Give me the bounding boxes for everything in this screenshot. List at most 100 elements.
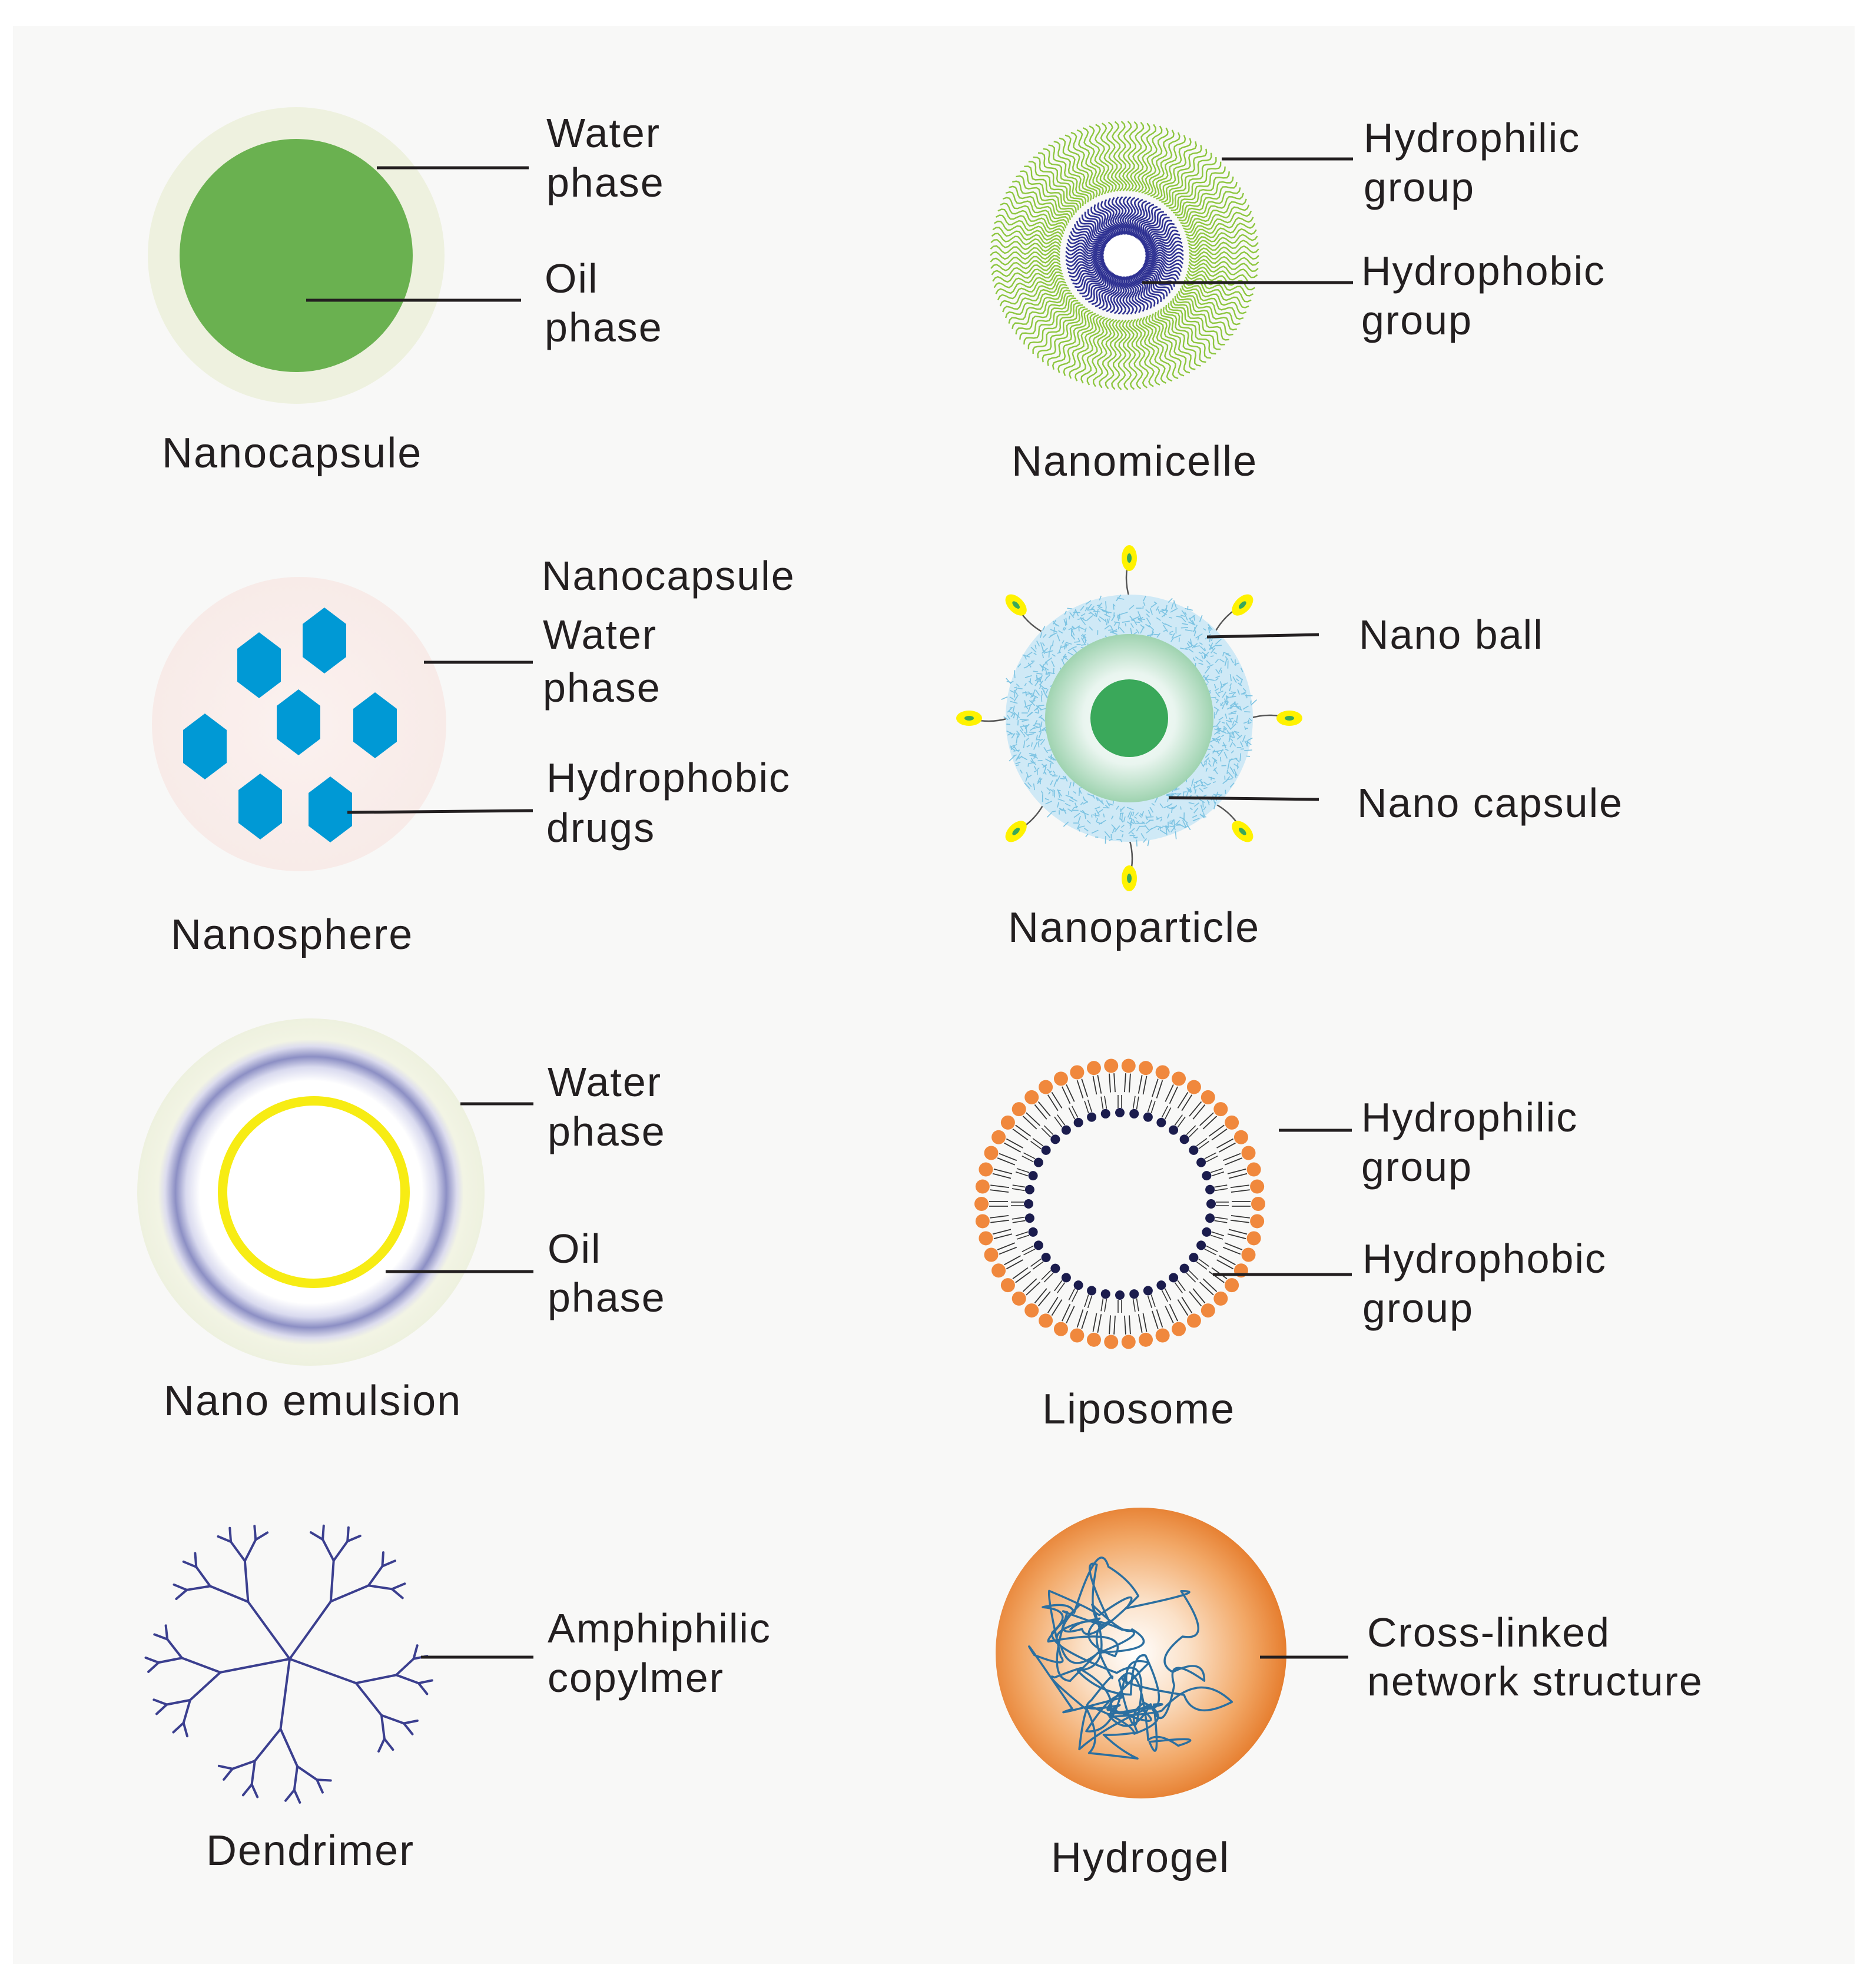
outer-lipid-head: [975, 1179, 990, 1194]
hydrophilic-label-1: Hydrophilic: [1361, 1094, 1578, 1140]
fibre: [1052, 653, 1056, 657]
chain: [1089, 125, 1110, 194]
fibre: [1246, 741, 1252, 745]
lipid-tail: [993, 1169, 1013, 1174]
fibre: [1198, 662, 1203, 665]
fibre: [1237, 689, 1240, 695]
fibre: [1036, 739, 1041, 741]
fibre: [1058, 645, 1062, 653]
fibre: [1226, 778, 1233, 781]
lipid-tail: [997, 1242, 1016, 1250]
fibre: [1046, 657, 1053, 662]
nanocapsule-title: Nanocapsule: [162, 430, 422, 477]
fibre: [1060, 645, 1067, 648]
fibre: [1184, 612, 1187, 615]
fibre: [1107, 618, 1110, 623]
dendrimer-panel: Amphiphilic copylmer Dendrimer: [144, 1524, 770, 1874]
fibre: [1213, 766, 1218, 771]
chain: [1151, 313, 1185, 377]
fibre: [1188, 788, 1192, 792]
oil-phase-core: [180, 139, 413, 372]
ligand-dot: [1285, 716, 1294, 721]
outer-lipid-head: [1225, 1115, 1239, 1130]
fibre: [1043, 766, 1047, 774]
surface-ligands: [956, 545, 1302, 891]
fibre: [1017, 663, 1022, 668]
fibre: [1041, 688, 1045, 692]
lipid-tail: [1230, 1219, 1249, 1223]
chain: [1135, 273, 1159, 305]
fibre: [1206, 652, 1209, 655]
chain: [1188, 266, 1257, 284]
hydrophobic-label-2: group: [1361, 297, 1473, 343]
lipid-tail: [1211, 1171, 1225, 1177]
chain: [1119, 196, 1128, 235]
fibre: [1129, 615, 1133, 620]
fibre: [1043, 691, 1047, 698]
chain: [1002, 280, 1066, 313]
lipid-tail: [1004, 1142, 1022, 1153]
fibre: [1126, 807, 1134, 811]
fibre: [1082, 801, 1088, 805]
chain: [1122, 276, 1130, 315]
dendrimer-structure: [144, 1524, 433, 1804]
dendrimer-branch: [310, 1531, 324, 1541]
fibre: [1173, 819, 1175, 827]
outer-lipid-head: [1139, 1061, 1153, 1076]
inner-lipid-head: [1205, 1213, 1215, 1223]
fibre: [1163, 629, 1168, 632]
fibre: [1099, 799, 1105, 805]
fibre: [1013, 689, 1018, 695]
fibre: [1057, 651, 1062, 654]
lipid-tail: [1076, 1309, 1084, 1328]
fibre: [1228, 735, 1234, 738]
dendrimer-branch: [217, 1535, 233, 1543]
chain: [1066, 242, 1105, 252]
fibre: [1063, 619, 1066, 623]
fibre: [1065, 643, 1067, 649]
drug-hexagon: [237, 632, 281, 698]
inner-lipid-head: [1129, 1108, 1139, 1119]
fibre: [1230, 658, 1234, 663]
chain: [1123, 276, 1134, 315]
chain: [1170, 300, 1221, 350]
amphiphilic-label-2: copylmer: [548, 1655, 724, 1701]
chain: [1144, 127, 1169, 195]
inner-lipid-head: [1129, 1289, 1139, 1299]
fibre: [1215, 678, 1219, 681]
lipid-tail: [1022, 1245, 1034, 1253]
chain: [1113, 276, 1122, 314]
chain: [1073, 224, 1107, 245]
fibre: [1224, 698, 1228, 706]
fibre: [1188, 648, 1194, 653]
dendrimer-branch: [329, 1584, 370, 1603]
chain: [1141, 220, 1173, 244]
fibre: [1012, 745, 1017, 751]
lipid-tail: [1186, 1125, 1196, 1136]
lipid-tail: [1084, 1100, 1089, 1114]
fibre: [1027, 662, 1034, 667]
fibre: [1128, 605, 1135, 610]
fibre: [1099, 606, 1103, 609]
chain: [1148, 314, 1179, 380]
fibre: [1023, 740, 1026, 749]
chain: [1098, 274, 1116, 310]
fibre: [1047, 812, 1053, 818]
chain: [1019, 294, 1075, 340]
fibre: [1215, 675, 1221, 679]
chain: [1085, 270, 1111, 300]
fibre: [1218, 667, 1222, 673]
fibre: [1053, 779, 1057, 787]
lipid-tail: [1210, 1168, 1223, 1173]
fibre: [1036, 767, 1040, 771]
inner-lipid-head: [1115, 1290, 1125, 1300]
fibre: [1176, 615, 1182, 618]
hydrophobic-drugs-group: [183, 608, 397, 842]
fibre: [1077, 626, 1085, 630]
drug-hexagon: [277, 689, 320, 755]
fibre: [1243, 721, 1249, 724]
fibre: [1156, 825, 1163, 829]
fibre: [1212, 739, 1218, 742]
lipid-tail: [1215, 1216, 1228, 1220]
chain: [1037, 152, 1084, 206]
